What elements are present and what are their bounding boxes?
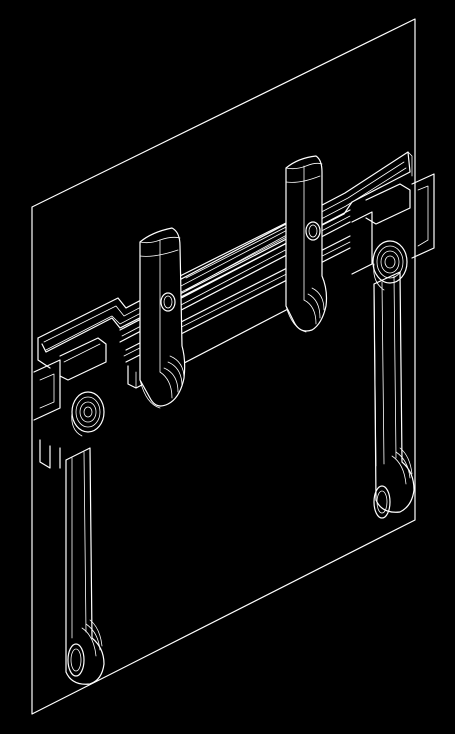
rail-clamp-right xyxy=(285,155,328,333)
rail-clamp-left xyxy=(139,227,186,409)
back-frame xyxy=(37,151,413,369)
hanging-arm-right xyxy=(351,173,435,519)
wall-plate xyxy=(31,18,416,715)
hanging-arm-left xyxy=(33,337,107,685)
